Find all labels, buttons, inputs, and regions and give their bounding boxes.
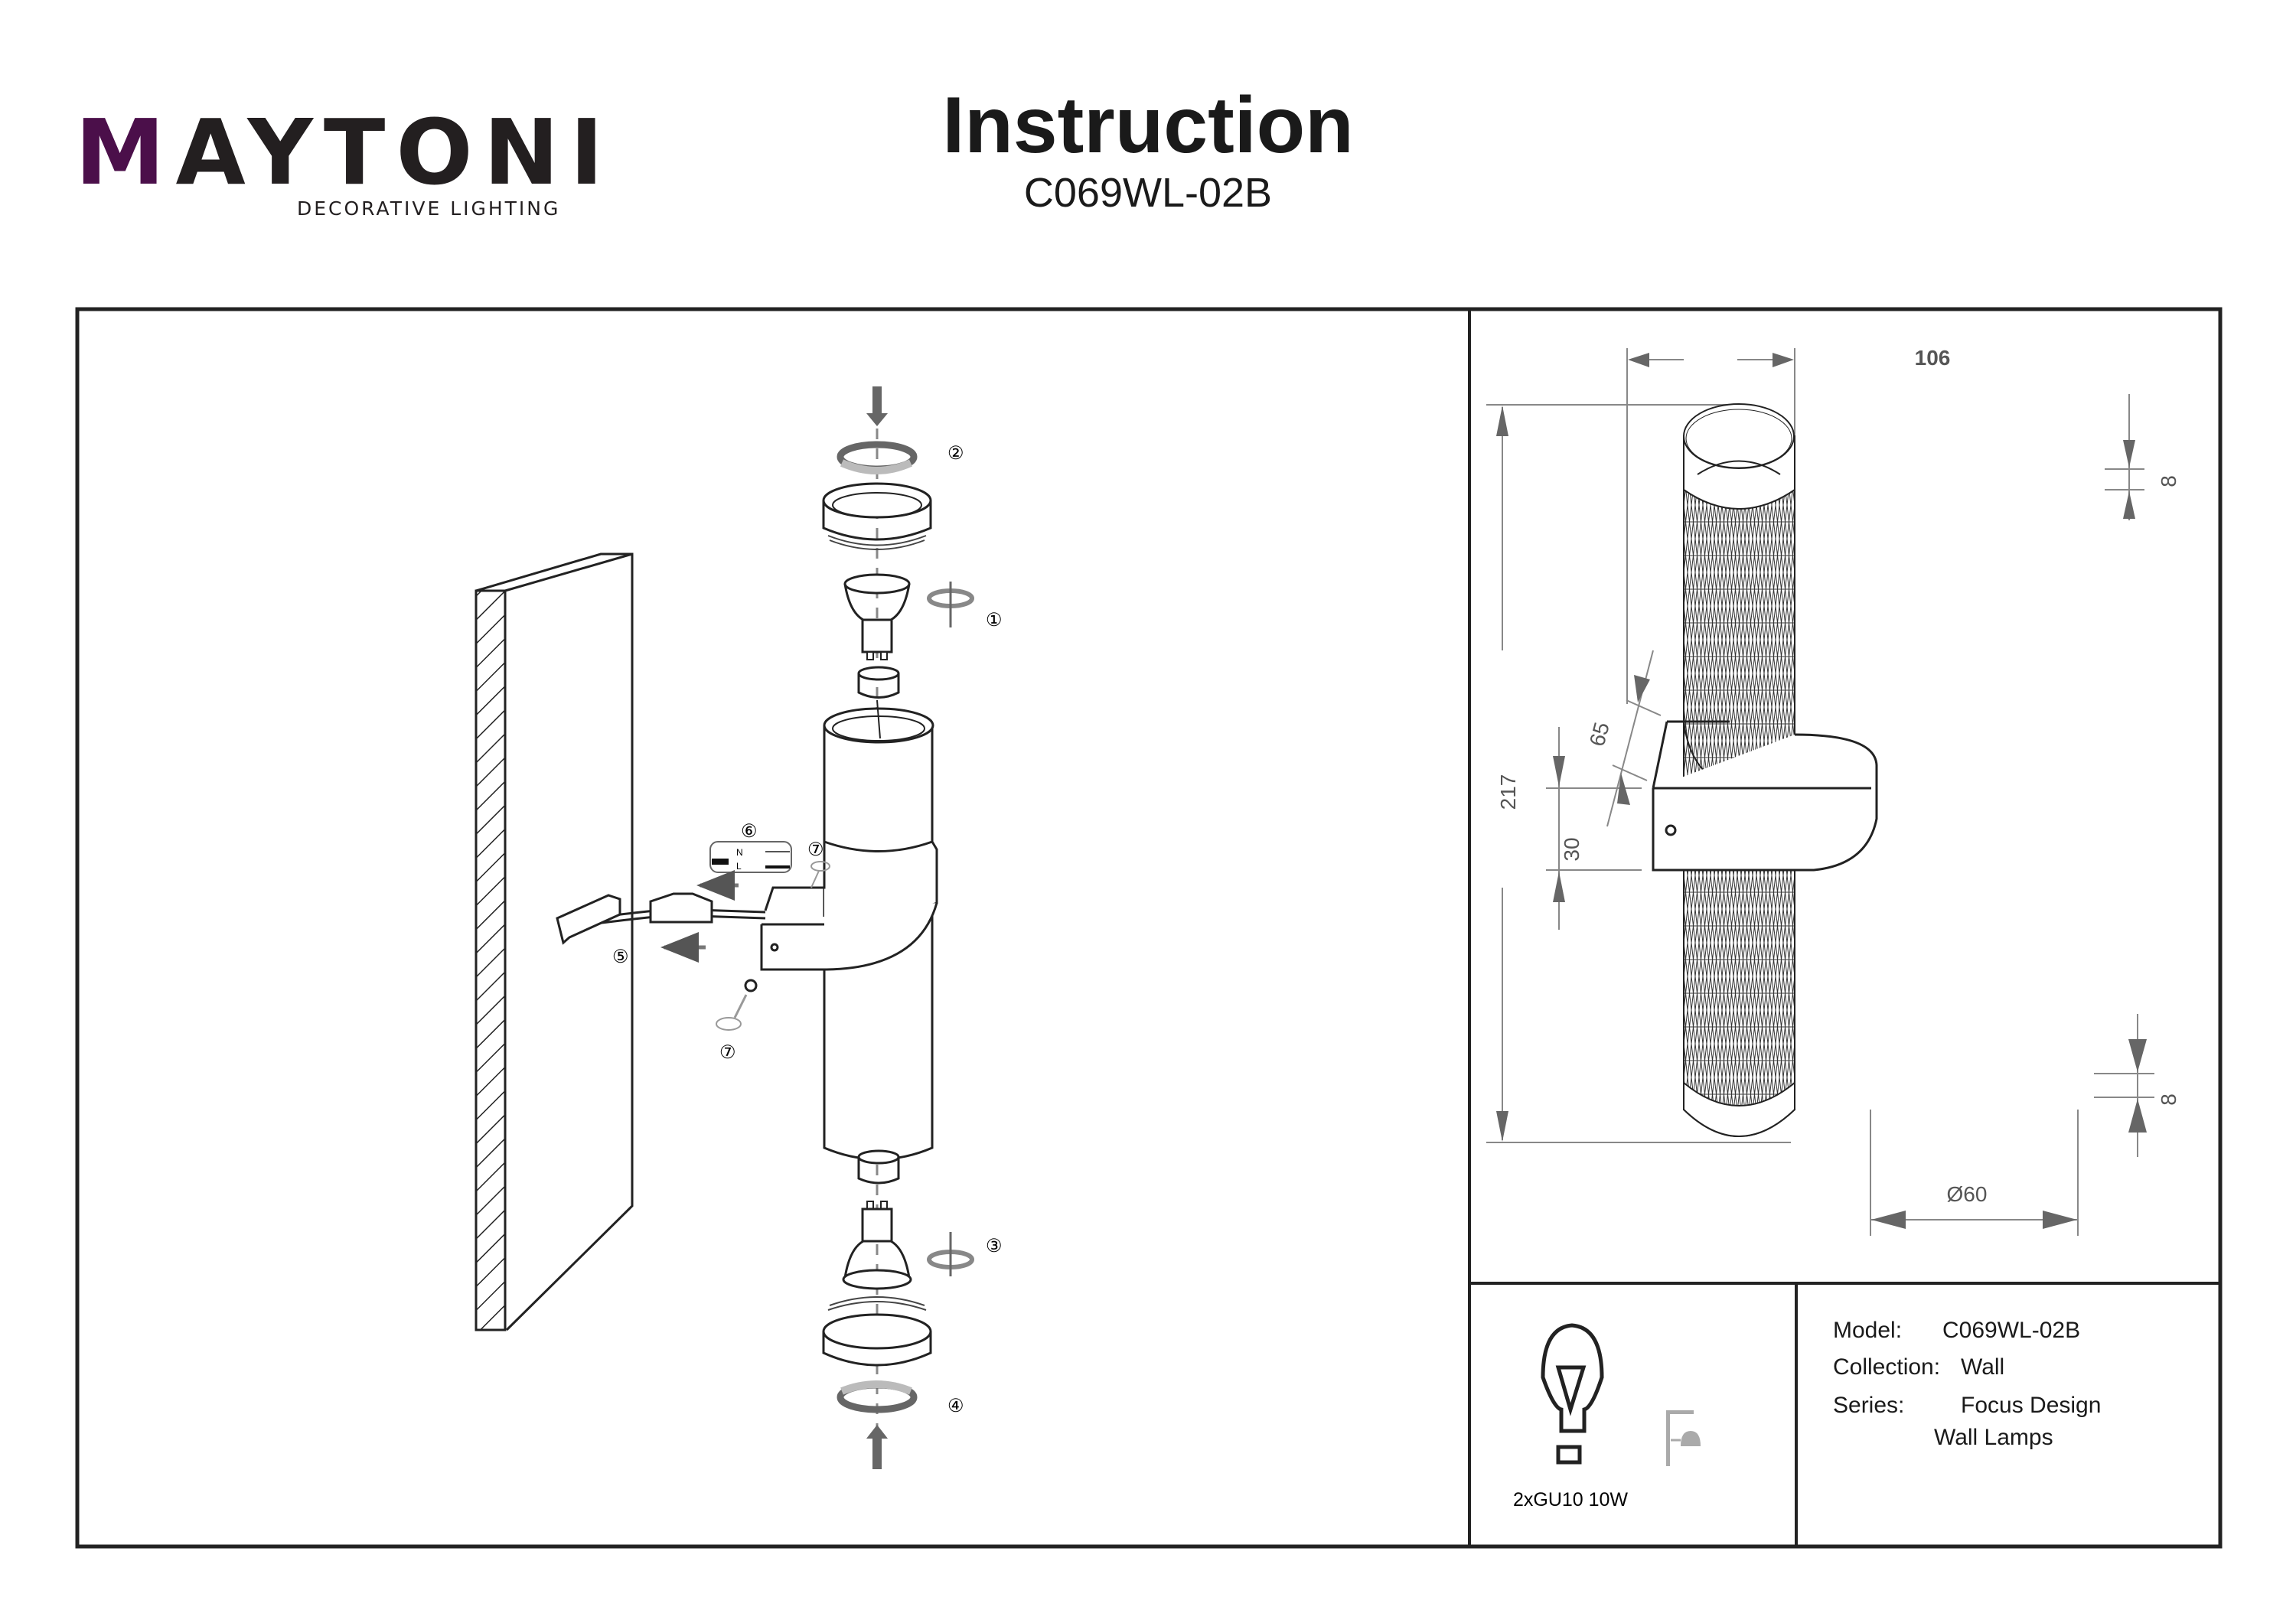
screw-icon — [716, 979, 758, 1031]
step-4-label: ④ — [947, 1396, 964, 1416]
dim-diameter-label: Ø60 — [1947, 1182, 1988, 1206]
model-label: Model: — [1833, 1318, 1903, 1343]
logo-name: AYTONI — [175, 99, 615, 205]
push-down-arrow-icon — [866, 386, 888, 426]
wiring-detail-callout: N L — [709, 841, 792, 873]
decorative-ring-bottom — [822, 1296, 932, 1367]
step-7-label-bottom: ⑦ — [719, 1042, 736, 1063]
collection-label: Collection: — [1833, 1354, 1941, 1380]
decorative-ring-top — [822, 482, 932, 550]
rotate-arrow-icon — [837, 1380, 918, 1413]
terminal-block — [649, 892, 713, 924]
rotate-arrow-icon — [837, 441, 918, 474]
step-5-label: ⑤ — [612, 947, 629, 967]
brand-tagline: DECORATIVE LIGHTING — [297, 197, 561, 220]
bulb-spec: 2xGU10 10W — [1513, 1489, 1628, 1511]
collection-value: Wall — [1961, 1354, 2005, 1380]
wall-lamp-icon — [1666, 1410, 1701, 1466]
gu10-bulb-top — [843, 573, 911, 660]
series-label: Series: — [1833, 1393, 1905, 1418]
dim-bracket-depth-label: 65 — [1585, 719, 1614, 748]
step-7-label-top: ⑦ — [807, 839, 824, 860]
step-3-label: ③ — [986, 1236, 1003, 1256]
dim-ring-bottom-label: 8 — [2157, 1093, 2180, 1106]
push-up-arrow-icon — [866, 1425, 888, 1469]
rotate-arrow-icon — [927, 1232, 974, 1276]
dim-bracket-height-label: 30 — [1560, 837, 1583, 861]
logo-accent-letter: M — [75, 99, 176, 205]
screw-icon — [810, 861, 830, 888]
wall-mounting-plate — [556, 894, 621, 945]
model-value: C069WL-02B — [1942, 1318, 2081, 1343]
main-frame — [75, 307, 2223, 1549]
step-1-label: ① — [986, 610, 1003, 631]
step-6-label: ⑥ — [741, 821, 758, 842]
dim-ring-top-label: 8 — [2157, 475, 2180, 487]
dim-width-label: 106 — [1915, 346, 1951, 370]
page-title: Instruction — [942, 81, 1354, 170]
mounting-bracket-arm — [760, 842, 938, 971]
dim-height-label: 217 — [1496, 774, 1520, 810]
rotate-arrow-icon — [927, 582, 974, 627]
wall-illustration — [475, 552, 634, 1331]
live-terminal-label: L — [736, 861, 742, 872]
gu10-bulb-bottom — [842, 1201, 912, 1290]
bulb-icon — [1541, 1323, 1604, 1465]
neutral-terminal-label: N — [736, 847, 743, 858]
step-2-label: ② — [947, 443, 964, 464]
lamp-socket-bottom — [857, 1149, 900, 1185]
lamp-socket-top — [857, 666, 900, 699]
brand-logo: MAYTONI — [75, 107, 614, 197]
product-type: Wall Lamps — [1934, 1425, 2053, 1450]
series-value: Focus Design — [1961, 1393, 2102, 1418]
model-code: C069WL-02B — [1023, 170, 1273, 216]
dimension-drawing — [1486, 348, 2154, 1236]
